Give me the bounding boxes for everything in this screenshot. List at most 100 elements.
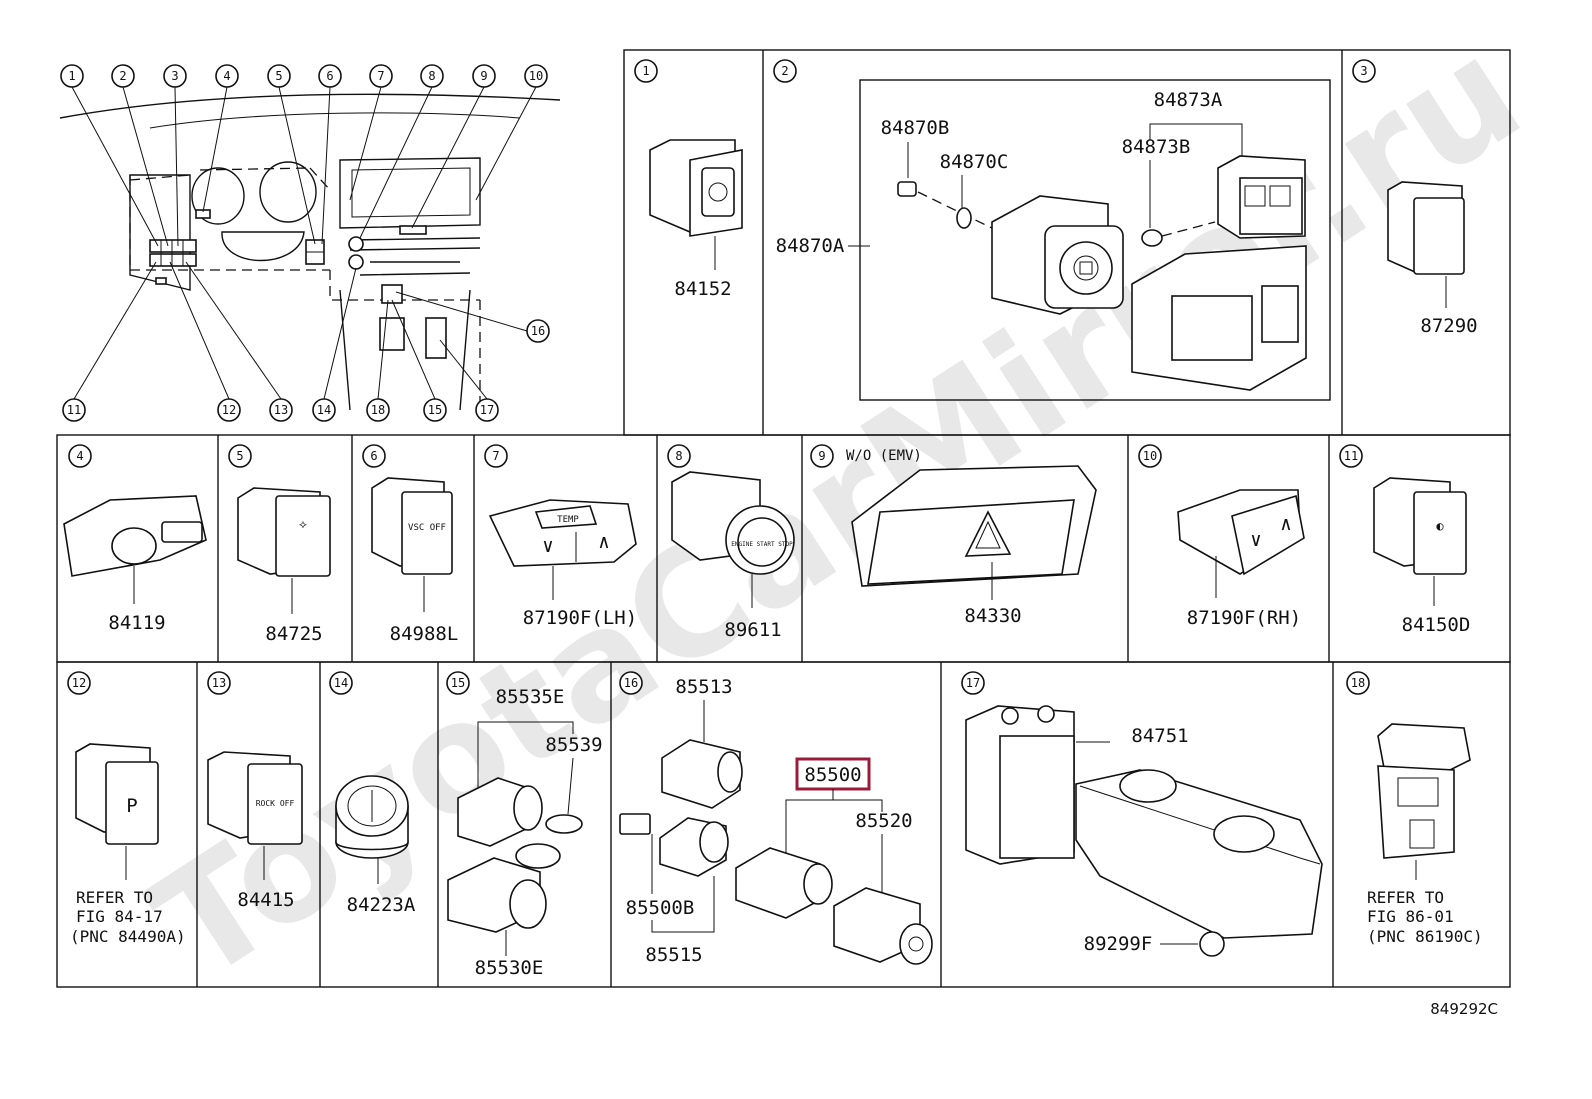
panel-7: 7 TEMP ∨ ∧ 87190F(LH)	[484, 444, 637, 629]
callout-5: 5	[275, 69, 282, 83]
panel-number: 11	[1344, 449, 1358, 463]
panel-number: 16	[624, 676, 638, 690]
refer-note-line-3: (PNC 86190C)	[1367, 927, 1483, 946]
callout-10: 10	[529, 69, 543, 83]
callout-14: 14	[317, 403, 331, 417]
panel-number: 17	[966, 676, 980, 690]
part-number: 84330	[964, 605, 1021, 627]
part-number: 84870C	[940, 151, 1009, 173]
part-number: 84152	[674, 278, 731, 300]
overview-callouts-bottom: 11 12 13 14 15 16 17 18	[62, 319, 550, 422]
callout-7: 7	[377, 69, 384, 83]
panel-borders	[56, 49, 1511, 988]
panel-number: 9	[818, 449, 825, 463]
svg-text:∧: ∧	[1280, 513, 1291, 535]
part-number: 84751	[1131, 725, 1188, 747]
part-number: 89299F	[1084, 933, 1153, 955]
part-number: 85500B	[626, 897, 695, 919]
panel-qualifier: W/O (EMV)	[846, 448, 922, 464]
panel-number: 12	[72, 676, 86, 690]
part-number: 84150D	[1402, 614, 1471, 636]
part-number: 85530E	[475, 957, 544, 979]
refer-note-line-2: FIG 84-17	[76, 907, 163, 926]
panel-17: 17 84751 89299F	[961, 671, 1323, 957]
panel-8: 8 ENGINE START STOP 89611	[667, 444, 795, 641]
panel-18: 18 REFER TO FIG 86-01 (PNC 86190C)	[1346, 671, 1483, 946]
panel-number: 13	[212, 676, 226, 690]
panel-number: 15	[451, 676, 465, 690]
panel-6: 6 VSC OFF 84988L	[362, 444, 459, 645]
part-number: 84873B	[1122, 136, 1191, 158]
panel-4: 4 84119	[63, 444, 207, 634]
panel-number: 14	[334, 676, 348, 690]
panel-3: 3 87290	[1352, 59, 1478, 337]
panel-1: 1 84152	[634, 59, 743, 300]
part-number: 89611	[724, 619, 781, 641]
refer-note-line-1: REFER TO	[76, 888, 153, 907]
overview-callouts-top: 1 2 3 4 5 6 7 8 9 10	[60, 64, 548, 88]
callout-4: 4	[223, 69, 230, 83]
callout-17: 17	[480, 403, 494, 417]
panel-number: 4	[76, 449, 83, 463]
callout-12: 12	[222, 403, 236, 417]
part-number-highlighted: 85500	[804, 764, 861, 786]
watermark: ToyotaCarMirror.ru	[125, 5, 1550, 1015]
svg-text:◐: ◐	[1436, 519, 1443, 533]
refer-note-line-2: FIG 86-01	[1367, 907, 1454, 926]
callout-16: 16	[531, 324, 545, 338]
svg-text:∨: ∨	[1250, 529, 1261, 551]
part-number: 84119	[108, 612, 165, 634]
panel-16: 16 85513 85500 85520 85500B 85515	[619, 671, 933, 966]
panel-number: 2	[781, 64, 788, 78]
callout-15: 15	[428, 403, 442, 417]
panel-number: 18	[1351, 676, 1365, 690]
panel-number: 6	[370, 449, 377, 463]
part-number: 84223A	[347, 894, 416, 916]
part-number: 84870B	[881, 117, 950, 139]
panel-9: 9 W/O (EMV) 84330	[810, 444, 1097, 627]
part-number: 84988L	[390, 623, 459, 645]
panel-10: 10 ∨ ∧ 87190F(RH)	[1138, 444, 1305, 629]
panel-number: 1	[642, 64, 649, 78]
part-number: 84873A	[1154, 89, 1223, 111]
part-number: 85539	[545, 734, 602, 756]
engine-start-label: ENGINE START STOP	[731, 541, 793, 548]
panel-11: 11 ◐ 84150D	[1339, 444, 1471, 636]
rock-off-label: ROCK OFF	[256, 799, 295, 808]
callout-11: 11	[67, 403, 81, 417]
part-number: 87190F(RH)	[1187, 607, 1301, 629]
panel-number: 3	[1360, 64, 1367, 78]
callout-13: 13	[274, 403, 288, 417]
panel-2: 2 84873A 84870B 84873B 84870C 84870A	[773, 59, 1331, 401]
refer-note-line-1: REFER TO	[1367, 888, 1444, 907]
panel-14: 14 84223A	[329, 671, 416, 916]
temp-label: TEMP	[557, 515, 579, 525]
svg-text:∨: ∨	[542, 535, 553, 557]
callout-3: 3	[171, 69, 178, 83]
figure-code: 849292C	[1430, 1000, 1498, 1018]
panel-number: 5	[236, 449, 243, 463]
callout-2: 2	[119, 69, 126, 83]
svg-text:P: P	[126, 795, 137, 817]
part-number: 85515	[645, 944, 702, 966]
panel-13: 13 ROCK OFF 84415	[207, 671, 303, 911]
part-number: 84725	[265, 623, 322, 645]
part-number: 87290	[1420, 315, 1477, 337]
refer-note-line-3: (PNC 84490A)	[70, 927, 186, 946]
dashboard-overview: 1 2 3 4 5 6 7 8 9 10 11 12 13 14 15 16 1…	[59, 64, 561, 422]
part-number: 85513	[675, 676, 732, 698]
callout-9: 9	[480, 69, 487, 83]
svg-text:∧: ∧	[598, 531, 609, 553]
panel-12: 12 P REFER TO FIG 84-17 (PNC 84490A)	[67, 671, 186, 946]
vsc-off-label: VSC OFF	[408, 523, 446, 533]
callout-1: 1	[68, 69, 75, 83]
part-number: 84870A	[776, 235, 845, 257]
part-number: 87190F(LH)	[523, 607, 637, 629]
panel-number: 8	[675, 449, 682, 463]
panel-number: 10	[1143, 449, 1157, 463]
part-number: 85520	[855, 810, 912, 832]
callout-6: 6	[326, 69, 333, 83]
svg-text:⟡: ⟡	[299, 517, 307, 531]
panel-15: 15 85535E 85539 85530E	[446, 671, 603, 979]
